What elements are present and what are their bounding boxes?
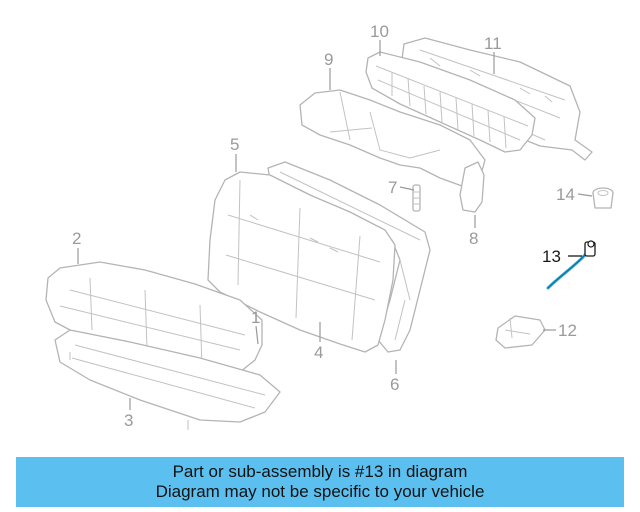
part-13-cable	[546, 240, 596, 290]
part-8-bracket	[459, 161, 485, 213]
callout-6: 6	[390, 375, 399, 394]
callout-9: 9	[324, 50, 333, 69]
callout-3: 3	[124, 411, 133, 430]
callout-2: 2	[72, 229, 81, 248]
callout-11: 11	[484, 34, 502, 53]
callout-4: 4	[314, 343, 323, 362]
callout-labels: 1 2 3 4 5 6 7 8 9 10 11 12 13 14	[72, 22, 577, 430]
part-10-frame	[365, 51, 536, 153]
callout-5: 5	[230, 135, 239, 154]
banner-line-part: Part or sub-assembly is #13 in diagram	[172, 462, 468, 481]
callout-14: 14	[556, 185, 575, 204]
callout-7: 7	[388, 178, 397, 197]
callout-13: 13	[542, 247, 561, 266]
leader-lines	[77, 40, 593, 410]
part-14-grommet	[592, 187, 614, 209]
banner-line-disclaimer: Diagram may not be specific to your vehi…	[155, 482, 485, 501]
part-12-bracket	[495, 315, 546, 349]
info-banner: Part or sub-assembly is #13 in diagram D…	[16, 457, 624, 507]
callout-1: 1	[251, 308, 260, 327]
parts-diagram: 1 2 3 4 5 6 7 8 9 10 11 12 13 14	[45, 22, 614, 430]
part-3-cushion-frame	[54, 329, 281, 430]
callout-12: 12	[558, 321, 577, 340]
callout-8: 8	[469, 229, 478, 248]
part-5-seatback	[207, 171, 396, 353]
part-7-bolt	[412, 184, 421, 212]
callout-10: 10	[370, 22, 389, 41]
